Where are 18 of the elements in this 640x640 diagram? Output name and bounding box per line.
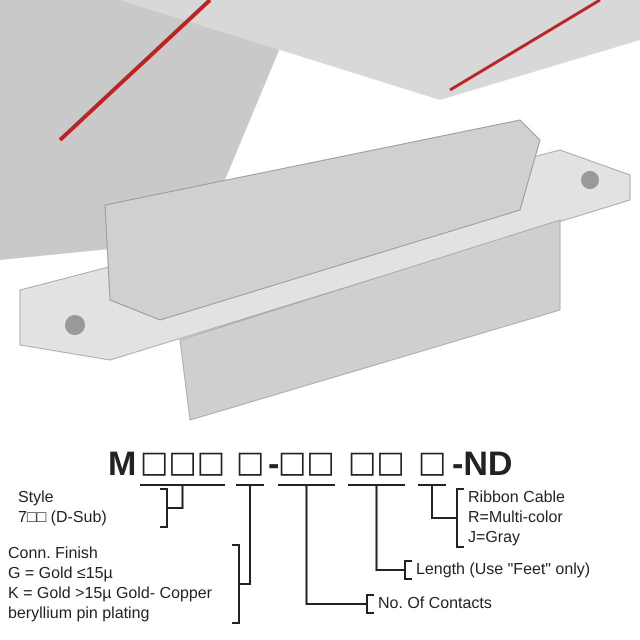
part-number-field: □□ [278, 446, 335, 486]
option-description: Conn. Finish G = Gold ≤15µ K = Gold >15µ Gold- Copper beryllium pin plating [8, 544, 240, 624]
part-number-field: □□ [348, 446, 405, 486]
part-number-text: - [268, 446, 280, 482]
option-description: Ribbon Cable R=Multi-color J=Gray [456, 488, 636, 548]
leader-line [376, 486, 404, 571]
part-number-field: □ [418, 446, 446, 486]
leader-line [168, 486, 184, 509]
part-number-text: -ND [452, 446, 512, 482]
option-description: No. Of Contacts [366, 594, 566, 614]
leader-line [431, 486, 456, 519]
part-number-field: □□□ [140, 446, 226, 486]
part-number-field: □ [236, 446, 264, 486]
option-description: Length (Use "Feet" only) [404, 560, 634, 580]
option-description: Style 7□□ (D-Sub) [18, 488, 168, 528]
leader-line [306, 486, 366, 605]
part-number-text: M [108, 446, 136, 482]
leader-line [240, 486, 251, 585]
